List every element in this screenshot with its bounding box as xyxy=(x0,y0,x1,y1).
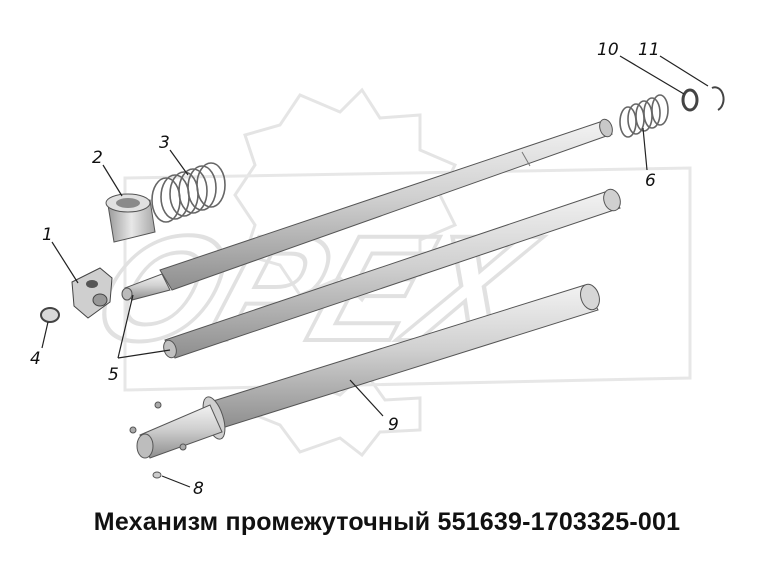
callout-10: 10 xyxy=(597,40,619,60)
ring-4 xyxy=(40,307,60,323)
rod-middle xyxy=(163,188,621,359)
callout-1: 1 xyxy=(42,225,53,245)
callout-11: 11 xyxy=(638,40,660,60)
callout-8: 8 xyxy=(193,479,204,499)
leader-lines xyxy=(41,55,709,488)
callout-6: 6 xyxy=(645,171,656,191)
washer-10 xyxy=(681,88,699,112)
bushing-2 xyxy=(105,193,156,243)
spring-6 xyxy=(619,94,669,138)
bracket-1 xyxy=(71,267,113,319)
pin-8 xyxy=(152,471,162,479)
rod-upper xyxy=(121,118,613,301)
callout-9: 9 xyxy=(388,415,399,435)
callout-5: 5 xyxy=(108,365,119,385)
spring-3 xyxy=(151,162,226,223)
callout-2: 2 xyxy=(92,148,103,168)
circlip-11 xyxy=(711,86,725,111)
callout-3: 3 xyxy=(159,133,170,153)
diagram-caption: Механизм промежуточный 551639-1703325-00… xyxy=(93,508,681,536)
shaft-9 xyxy=(129,283,600,459)
callout-4: 4 xyxy=(30,349,41,369)
